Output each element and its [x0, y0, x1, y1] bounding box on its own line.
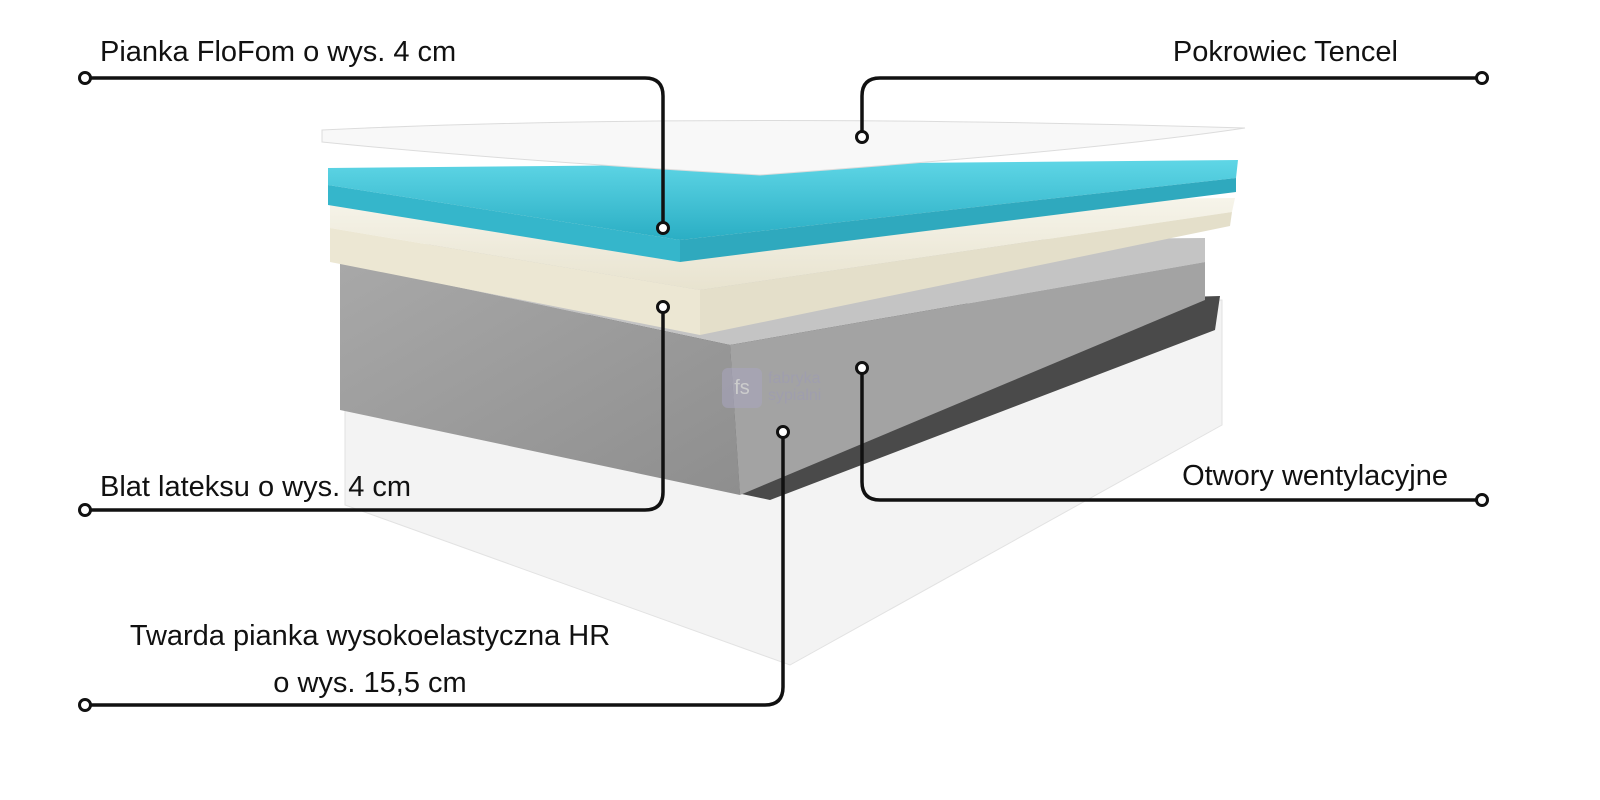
callout-line-cover: [860, 76, 1482, 137]
label-flofom: Pianka FloFom o wys. 4 cm: [100, 36, 457, 68]
flofom-layer-top: [328, 160, 1238, 240]
logo-mark: fs: [722, 368, 762, 408]
label-latex: Blat lateksu o wys. 4 cm: [100, 471, 412, 503]
callout-line-hr: [85, 432, 785, 707]
latex-layer-front: [330, 228, 700, 335]
label-cover: Pokrowiec Tencel: [1172, 36, 1398, 68]
hr-foam-front: [340, 262, 740, 495]
callout-lines: [85, 76, 1482, 707]
flofom-layer-front: [328, 185, 680, 262]
label-hr-line2: o wys. 15,5 cm: [273, 667, 467, 699]
label-vents: Otwory wentylacyjne: [1182, 460, 1448, 492]
callout-line-latex: [85, 307, 665, 512]
callout-dots: [78, 71, 1489, 712]
callout-line-vents: [860, 368, 1482, 502]
label-hr-line1: Twarda pianka wysokoelastyczna HR: [129, 620, 611, 652]
tencel-cover: [321, 119, 1246, 176]
hr-foam-side: [730, 262, 1205, 495]
logo-line2: sypialni: [768, 387, 822, 404]
flofom-layer-side: [680, 178, 1236, 262]
callout-line-flofom: [85, 76, 665, 228]
latex-layer-side: [700, 212, 1232, 335]
logo-line1: fabryka: [768, 370, 821, 388]
